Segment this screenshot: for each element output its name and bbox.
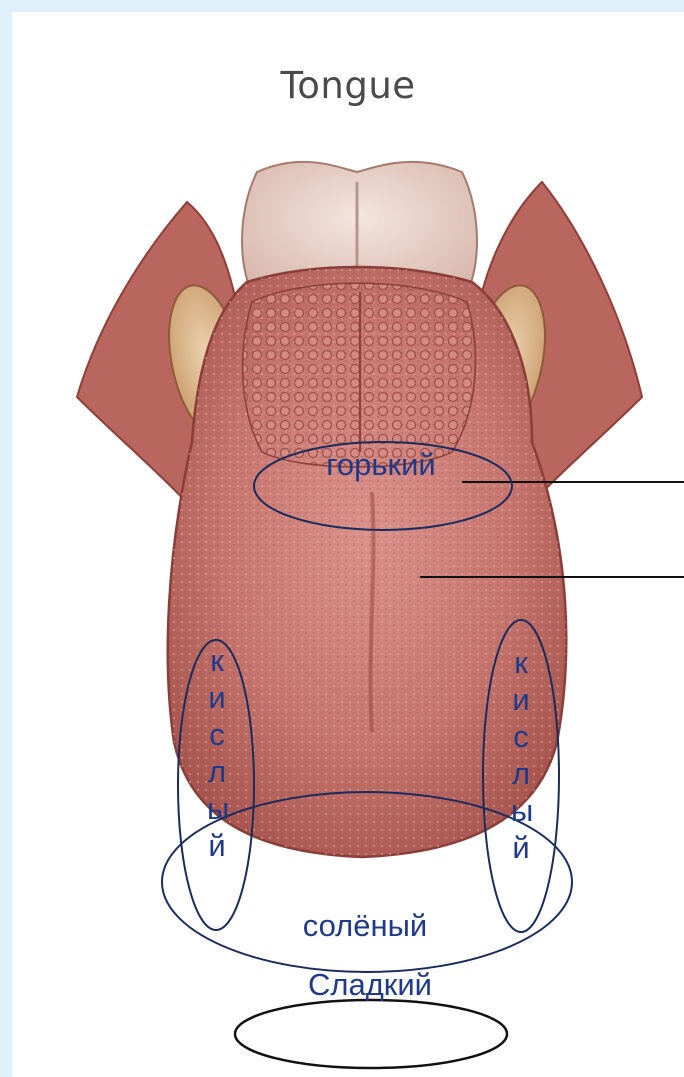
salty-label: солёный [260, 909, 470, 943]
diagram-canvas: Tongue [12, 12, 684, 1077]
bitter-label: горький [302, 448, 460, 482]
sweet-zone-ellipse [235, 1000, 507, 1068]
sour-left-label: кислый [202, 642, 232, 864]
sweet-label: Сладкий [302, 968, 438, 1002]
sour-left-letters: кислый [207, 642, 227, 864]
sour-right-label: кислый [506, 644, 536, 866]
sour-right-letters: кислый [511, 644, 531, 866]
